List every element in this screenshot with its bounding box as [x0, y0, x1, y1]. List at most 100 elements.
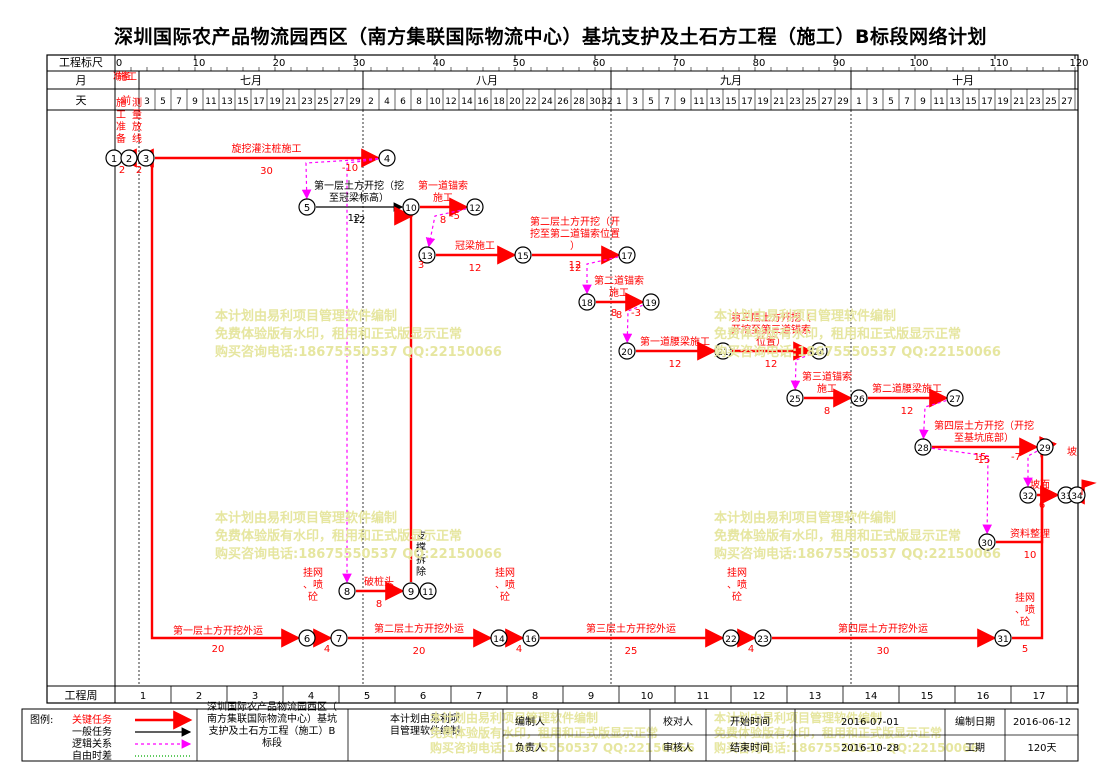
task-arrow — [622, 304, 643, 344]
node-id: 33 — [1060, 492, 1071, 502]
node-id: 23 — [757, 635, 768, 645]
node-id: 32 — [1022, 492, 1033, 502]
node-circle — [378, 149, 396, 167]
node-circle — [419, 582, 437, 600]
node-id: 20 — [621, 348, 633, 358]
node-circle — [514, 246, 532, 264]
node-id: 15 — [517, 252, 528, 262]
day-label: 3 — [632, 97, 638, 107]
day-label: 17 — [253, 97, 264, 107]
task-duration: 20 — [413, 646, 426, 657]
label-line: 至基坑底部） — [954, 431, 1014, 444]
task-name: 第三层土方开挖外运 — [586, 622, 676, 635]
watermark-block: 本计划由易利项目管理软件编制免费体验版有水印，租用和正式版显示正常购买咨询电话:… — [215, 510, 502, 562]
node-id: 1 — [111, 154, 117, 165]
node-circle — [914, 438, 932, 456]
task-name: 挂网、喷砼 — [495, 566, 515, 603]
node-id: 28 — [917, 444, 929, 454]
node-circle — [618, 246, 636, 264]
label-line: 砼 — [500, 590, 510, 603]
legend-label: 一般任务 — [72, 725, 112, 738]
day-label: 9 — [192, 97, 198, 107]
date-label: 编制日期 — [955, 715, 995, 728]
node-circle — [1019, 486, 1037, 504]
task-name: 挂网、喷砼 — [303, 566, 323, 603]
node-id: 2 — [126, 154, 132, 165]
task-arrow — [582, 256, 619, 295]
watermark-line: 购买咨询电话:18675550537 QQ:22150066 — [430, 740, 695, 755]
label-line: 测 — [132, 96, 142, 109]
node-id: 3 — [143, 154, 149, 165]
node-circle — [402, 582, 420, 600]
day-label: 19 — [269, 97, 281, 107]
day-label: 19 — [997, 97, 1009, 107]
watermark-block: 本计划由易利项目管理软件编制免费体验版有水印，租用和正式版显示正常购买咨询电话:… — [215, 308, 502, 360]
owner-label: 负责人 — [515, 741, 545, 754]
node-id: 29 — [1039, 444, 1051, 454]
label-line: 拆 — [416, 553, 426, 566]
month-label: 九月 — [720, 74, 742, 87]
task-duration: 12 — [901, 406, 914, 417]
lag-label: 15 — [974, 452, 987, 463]
node-circle — [1036, 438, 1054, 456]
task-name: 第二层土方开挖外运 — [374, 622, 464, 635]
event-node-31: 31 — [994, 629, 1012, 647]
scale-label: 70 — [673, 58, 686, 69]
week-header: 工程周 — [65, 689, 98, 702]
task-duration: 8 — [440, 215, 446, 226]
event-node-4: 4 — [378, 149, 396, 167]
day-label: 30 — [589, 97, 601, 107]
day-label: 6 — [400, 97, 406, 107]
node-id: 19 — [645, 299, 657, 309]
event-node-28: 28 — [914, 438, 932, 456]
day-label: 26 — [557, 97, 569, 107]
day-label: 16 — [477, 97, 489, 107]
day-label: 29 — [837, 97, 849, 107]
watermark-line: 本计划由易利项目管理软件编制 — [430, 710, 598, 725]
duration-value: 120天 — [1027, 743, 1056, 754]
node-circle — [137, 149, 155, 167]
day-label: 1 — [616, 97, 622, 107]
lag-label: -10 — [342, 163, 358, 174]
node-id: 7 — [336, 634, 342, 645]
day-label: 11 — [933, 97, 944, 107]
watermark-line: 购买咨询电话:18675550537 QQ:22150066 — [215, 546, 502, 562]
day-label: 32 — [601, 97, 612, 107]
week-label: 15 — [921, 691, 934, 702]
duration-label: 工期 — [965, 742, 985, 754]
day-label: 15 — [237, 97, 248, 107]
week-label: 7 — [476, 691, 482, 702]
day-label: 11 — [205, 97, 216, 107]
event-node-34: 34 — [1068, 486, 1086, 504]
label-line: 、喷 — [1015, 604, 1035, 616]
node-id: 16 — [525, 635, 537, 645]
task-arrow — [919, 400, 947, 440]
label-line: 挂网 — [495, 566, 515, 579]
event-node-11: 11 — [419, 582, 437, 600]
day-label: 15 — [725, 97, 736, 107]
node-circle — [402, 198, 420, 216]
week-label: 3 — [252, 691, 258, 702]
day-label: 14 — [461, 97, 473, 107]
day-header: 天 — [76, 94, 87, 107]
task-duration: 4 — [324, 644, 330, 655]
event-node-24: 24 — [810, 342, 828, 360]
event-node-18: 18 — [578, 293, 596, 311]
survey-dur: 2 — [136, 165, 142, 176]
task-duration: 8 — [616, 310, 622, 321]
task-duration: 12 — [669, 359, 682, 370]
week-label: 5 — [364, 691, 370, 702]
task-duration: 15 — [978, 455, 991, 466]
month-label: 八月 — [476, 74, 498, 87]
day-label: 17 — [981, 97, 992, 107]
label-line: 挂网 — [1015, 591, 1035, 604]
day-label: 19 — [757, 97, 769, 107]
label-line: 除 — [416, 565, 426, 578]
label-line: 施工 — [817, 382, 837, 395]
label-line: 位置） — [756, 335, 786, 348]
day-label: 22 — [525, 97, 536, 107]
lag-label: 8 — [611, 308, 617, 319]
